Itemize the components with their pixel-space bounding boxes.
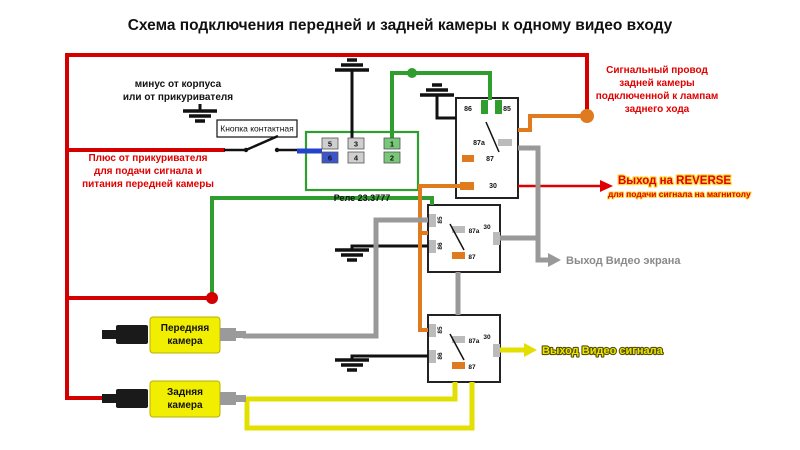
svg-text:86: 86 — [464, 106, 472, 113]
note-signal-wire: Сигнальный провод задней камеры подключе… — [596, 65, 719, 115]
wire-video-yellow — [243, 347, 524, 431]
svg-text:86: 86 — [437, 242, 444, 250]
rear-camera: Задняя камера — [102, 380, 246, 418]
svg-text:1: 1 — [390, 140, 394, 149]
junction-dot-red — [206, 292, 218, 304]
page-title: Схема подключения передней и задней каме… — [128, 17, 673, 34]
svg-text:минус от корпуса: минус от корпуса — [135, 79, 222, 90]
wire-minus-green — [210, 71, 492, 298]
svg-text:87: 87 — [468, 254, 476, 261]
svg-text:30: 30 — [489, 183, 497, 190]
svg-text:87a: 87a — [469, 338, 480, 345]
svg-text:камера: камера — [167, 400, 203, 411]
svg-text:Передняя: Передняя — [161, 323, 210, 334]
svg-text:85: 85 — [437, 326, 444, 334]
front-camera-plug-black — [102, 330, 118, 339]
svg-text:4: 4 — [354, 154, 359, 163]
junction-dot-orange — [580, 109, 594, 123]
svg-text:87: 87 — [468, 364, 476, 371]
svg-text:87a: 87a — [469, 228, 480, 235]
svg-text:заднего хода: заднего хода — [625, 104, 690, 115]
svg-text:85: 85 — [503, 106, 511, 113]
note-reverse-output: Выход на REVERSE для подачи сигнала на м… — [607, 174, 752, 200]
svg-text:питания передней камеры: питания передней камеры — [82, 179, 214, 190]
relay1-label: Реле 23.3777 — [334, 193, 390, 203]
svg-text:5: 5 — [328, 140, 332, 149]
relay4-box — [427, 314, 501, 383]
svg-text:Выход на REVERSE: Выход на REVERSE — [618, 175, 731, 187]
note-plus: Плюс от прикуривателя для подачи сигнала… — [82, 153, 214, 190]
svg-text:6: 6 — [328, 154, 332, 163]
svg-text:87: 87 — [486, 156, 494, 163]
video-screen-output-label: Выход Видео экрана — [566, 255, 681, 267]
video-screen-arrow-icon — [548, 253, 561, 267]
wire-power-plus-red — [65, 53, 589, 400]
svg-text:для подачи сигнала на магнитол: для подачи сигнала на магнитолу — [608, 189, 751, 199]
svg-text:задней камеры: задней камеры — [619, 78, 694, 89]
svg-text:87a: 87a — [473, 140, 485, 147]
svg-text:85: 85 — [437, 216, 444, 224]
svg-text:3: 3 — [354, 140, 358, 149]
ground-symbol-relay2 — [420, 83, 456, 120]
ground-symbol-relay3 — [335, 244, 428, 262]
video-signal-arrow-icon — [524, 343, 537, 357]
ground-symbol-relay1 — [335, 58, 369, 139]
ground-symbol-relay4 — [335, 354, 428, 372]
rear-camera-plug-black — [102, 394, 118, 403]
svg-text:подключенной к лампам: подключенной к лампам — [596, 91, 719, 102]
svg-text:для подачи сигнала и: для подачи сигнала и — [94, 166, 202, 177]
contact-button-label: Кнопка контактная — [220, 124, 294, 134]
ground-symbol-top-left — [183, 104, 217, 123]
relay2-box — [455, 97, 519, 199]
rear-camera-plug-gray — [220, 392, 236, 405]
reverse-arrow-icon — [600, 180, 613, 192]
junction-dot-green — [407, 68, 417, 78]
svg-text:2: 2 — [390, 154, 394, 163]
relay2-pins: 86 85 87a 87 30 — [460, 100, 512, 190]
svg-text:Плюс от прикуривателя: Плюс от прикуривателя — [88, 153, 207, 164]
relay1-pins: 5 3 1 6 4 2 — [321, 137, 401, 164]
front-camera: Передняя камера — [102, 316, 246, 354]
svg-text:камера: камера — [167, 336, 203, 347]
svg-text:30: 30 — [483, 224, 491, 231]
wire-video-gray — [243, 145, 548, 339]
svg-text:86: 86 — [437, 352, 444, 360]
video-signal-output-label: Выход Видео сигнала — [542, 345, 664, 357]
wire-reverse-signal-orange — [418, 114, 587, 332]
svg-text:Задняя: Задняя — [167, 387, 203, 398]
relay4-pins: 85 86 87a 87 30 — [429, 324, 500, 371]
note-minus: минус от корпуса или от прикуривателя — [123, 79, 233, 103]
svg-text:или от прикуривателя: или от прикуривателя — [123, 92, 233, 103]
relay3-box — [427, 204, 501, 273]
svg-text:Сигнальный провод: Сигнальный провод — [606, 65, 708, 76]
front-camera-plug-gray — [220, 328, 236, 341]
contact-button-switch: Кнопка контактная — [216, 119, 298, 153]
svg-text:30: 30 — [483, 334, 491, 341]
relay3-pins: 85 86 87a 87 30 — [429, 214, 500, 261]
